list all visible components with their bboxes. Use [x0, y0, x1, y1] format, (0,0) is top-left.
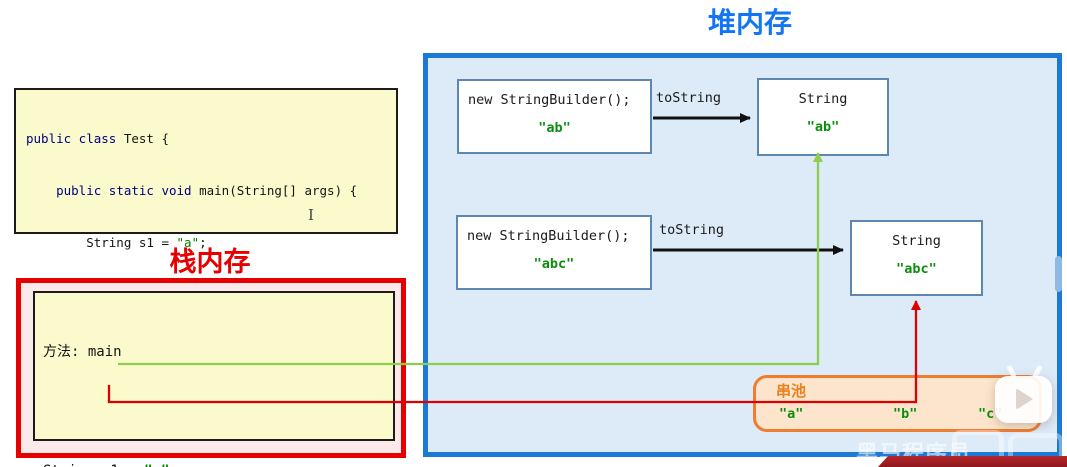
string-label: String [798, 91, 848, 107]
play-icon [1016, 388, 1033, 410]
string-box-ab: String "ab" [757, 78, 889, 156]
play-button[interactable] [995, 376, 1052, 423]
player-progress-bar[interactable] [878, 456, 1067, 467]
stringbuilder-label: new StringBuilder(); [468, 92, 631, 108]
spacer [43, 403, 393, 420]
stack-memory-title: 栈内存 [169, 247, 251, 277]
tostring-label-2: toString [659, 222, 725, 238]
heap-memory-title: 堆内存 [707, 7, 792, 38]
stack-var-line: String s1 = "a"; [43, 461, 393, 467]
right-edge-scroll-tab [1055, 256, 1062, 292]
stringbuilder-value: "ab" [538, 120, 571, 136]
string-value: "abc" [896, 261, 937, 277]
code-line: public static void main(String[] args) { [56, 183, 358, 199]
code-line: public class Test { [26, 131, 169, 147]
stack-frame-title: 方法: main [43, 343, 122, 360]
bilibili-tv-watermark [1008, 433, 1064, 467]
stack-frame-main: 方法: main String s1 = "a"; String s2 = s1… [33, 291, 395, 467]
stringbuilder-box-ab: new StringBuilder(); "ab" [457, 79, 652, 154]
pool-literal-a: "a" [779, 406, 804, 422]
string-pool-label: 串池 [776, 383, 807, 400]
string-label: String [892, 233, 941, 249]
stringbuilder-value: "abc" [533, 256, 575, 272]
string-value: "ab" [806, 119, 840, 135]
code-snippet-box: public class Test { public static void m… [14, 88, 398, 456]
pool-literal-b: "b" [893, 406, 918, 422]
stringbuilder-label: new StringBuilder(); [467, 228, 630, 244]
tostring-label-1: toString [656, 90, 722, 106]
stringbuilder-box-abc: new StringBuilder(); "abc" [456, 215, 652, 290]
text-cursor-ibeam: I [308, 206, 314, 224]
string-box-abc: String "abc" [850, 220, 983, 296]
